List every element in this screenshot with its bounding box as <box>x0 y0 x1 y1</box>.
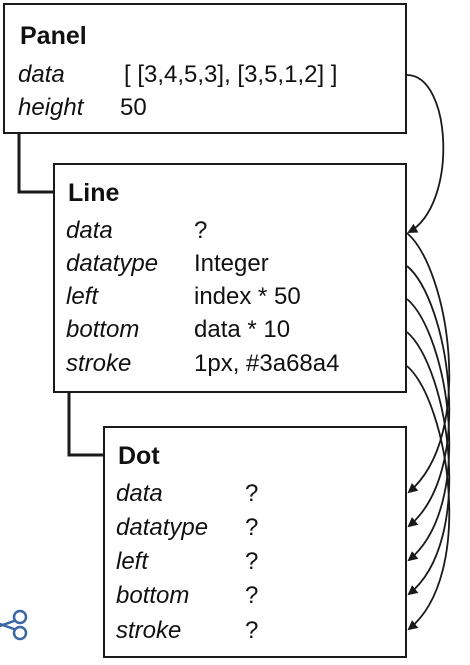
arrow-line-left-to-dot-left <box>406 298 451 562</box>
prop-value: ? <box>245 480 259 507</box>
prop-name: datatype <box>66 250 159 277</box>
scissors-logo-icon <box>0 609 28 641</box>
prop-name: height <box>18 94 84 121</box>
prop-value: ? <box>245 548 259 575</box>
prop-value: 50 <box>120 94 147 121</box>
dot-title: Dot <box>118 442 160 470</box>
prop-value: ? <box>245 514 259 541</box>
prop-name: stroke <box>66 350 132 377</box>
prop-name: datatype <box>116 514 209 541</box>
line-title: Line <box>68 179 120 207</box>
arrow-line-datatype-to-dot-datatype <box>406 265 451 528</box>
prop-name: data <box>66 217 113 244</box>
hierarchy-connector-panel-line <box>17 134 53 194</box>
prop-name: data <box>116 480 163 507</box>
prop-name: bottom <box>66 316 140 343</box>
prop-value: 1px, #3a68a4 <box>194 350 340 377</box>
prop-value: data * 10 <box>194 316 291 343</box>
prop-name: stroke <box>116 617 182 644</box>
line-box: Line data ? datatype Integer left index … <box>53 163 407 393</box>
prop-name: bottom <box>116 582 190 609</box>
prop-value: ? <box>245 617 259 644</box>
prop-name: data <box>18 61 65 88</box>
panel-title: Panel <box>20 22 87 50</box>
prop-value: index * 50 <box>194 283 301 310</box>
prop-value: ? <box>194 217 208 244</box>
arrow-line-data-to-dot-data <box>406 232 451 494</box>
arrow-line-stroke-to-dot-stroke <box>406 365 451 631</box>
hierarchy-connector-line-dot <box>67 393 103 457</box>
dot-box: Dot data ? datatype ? left ? bottom ? st… <box>103 426 407 658</box>
prop-name: left <box>116 548 149 575</box>
prop-value: Integer <box>194 250 269 277</box>
prop-value: [ [3,4,5,3], [3,5,1,2] ] <box>124 61 338 88</box>
prop-value: ? <box>245 582 259 609</box>
arrow-line-bottom-to-dot-bottom <box>406 331 451 596</box>
prop-name: left <box>66 283 99 310</box>
arrow-panel-data-to-line-data <box>406 74 445 233</box>
panel-box: Panel data [ [3,4,5,3], [3,5,1,2] ] heig… <box>3 3 407 134</box>
